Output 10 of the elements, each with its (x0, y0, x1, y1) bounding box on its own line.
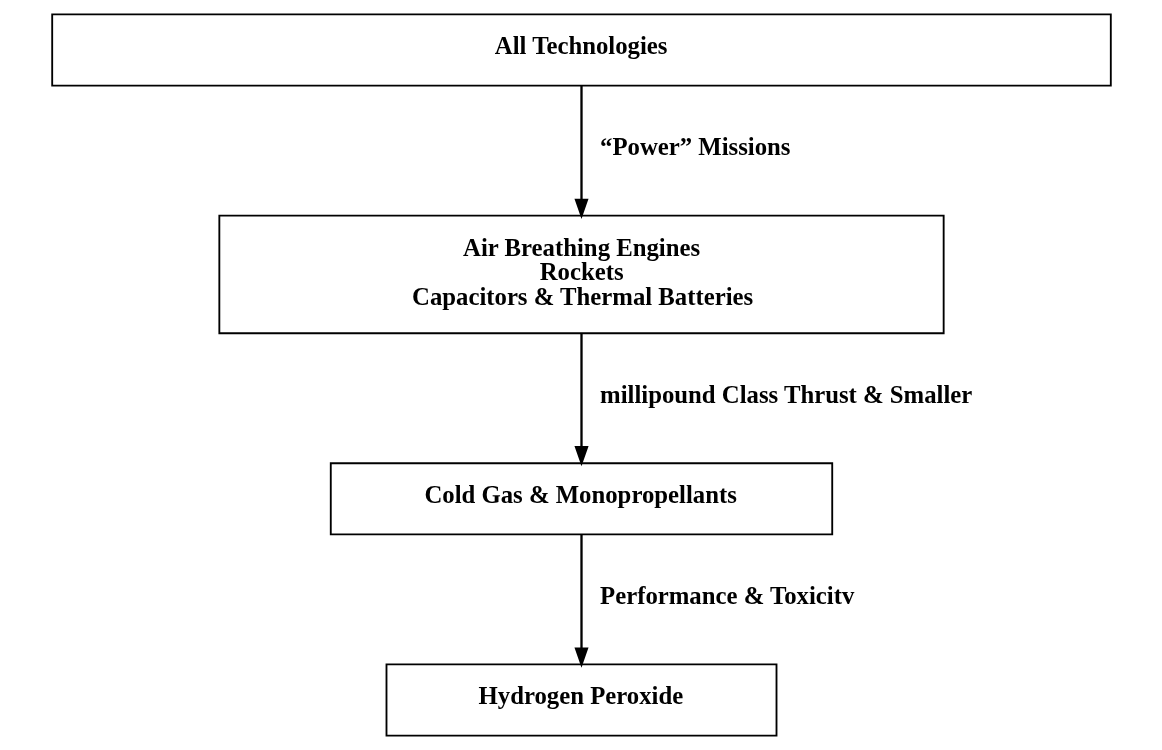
arrow (573, 333, 589, 467)
edge-label: millipound Class Thrust & Smaller (599, 380, 972, 408)
edge-label: “Power” Missions (599, 132, 790, 160)
node-box: Hydrogen Peroxide (385, 663, 777, 737)
node-box: Air Breathing Engines Rockets Capacitors & Thermal Batteries (217, 214, 945, 335)
edge-label: Performance & Toxicitv (599, 581, 854, 609)
node-box: All Technologies (50, 13, 1112, 87)
node-box: Cold Gas & Monopropellants (329, 462, 833, 536)
arrow (573, 534, 589, 668)
arrow (573, 85, 589, 219)
